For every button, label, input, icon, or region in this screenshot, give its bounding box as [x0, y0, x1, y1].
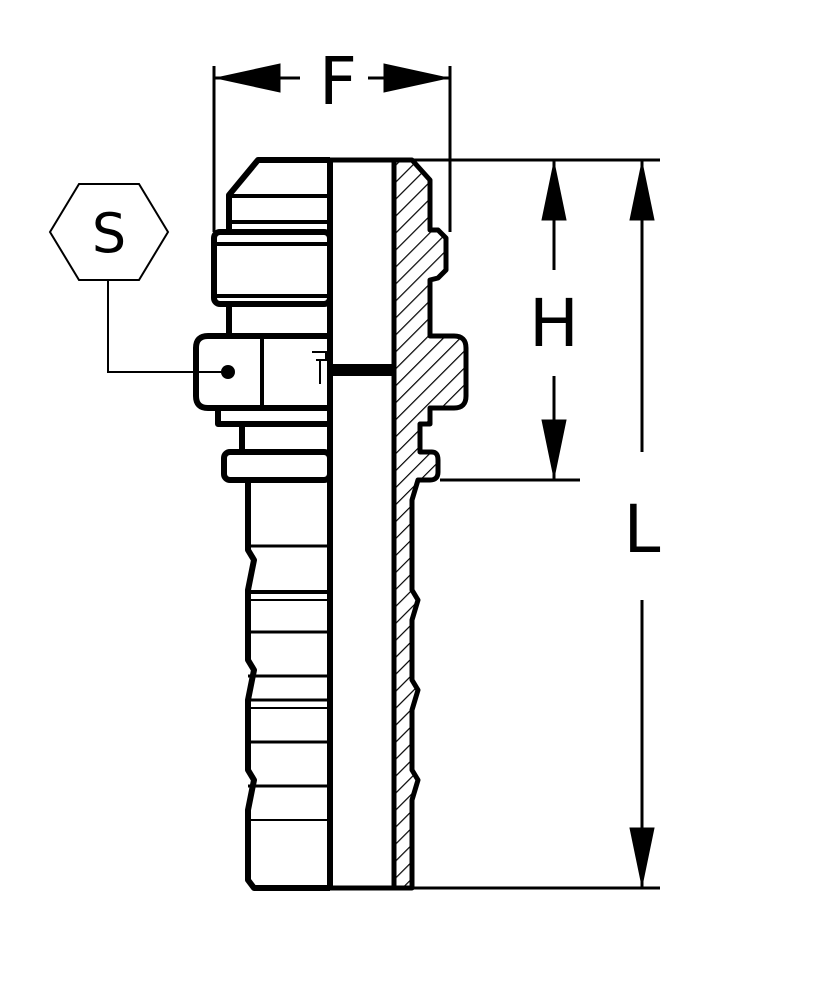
- lower-neck: [215, 408, 330, 427]
- hose-tail-outline: [245, 480, 330, 891]
- callout-leader-line: [107, 280, 226, 373]
- dim-f-arrow-left: [215, 63, 281, 93]
- dim-h-arrow-up: [541, 161, 567, 221]
- callout-dot: [221, 365, 235, 379]
- section-view: [391, 157, 469, 891]
- dimension-h: [412, 158, 660, 482]
- dimension-f: [212, 63, 452, 232]
- dim-l-arrow-up: [629, 161, 655, 221]
- dimension-l: [412, 160, 660, 890]
- hexagon-icon: [48, 183, 170, 281]
- dimension-f-label: F: [319, 43, 357, 120]
- section-hatched-wall: [391, 157, 469, 891]
- dimension-l-label: L: [624, 491, 661, 568]
- fitting-body: [193, 157, 333, 891]
- ferrule-ring: [221, 449, 333, 483]
- hex-symbol-label: S: [92, 202, 126, 265]
- collar-neck: [226, 304, 330, 339]
- seal-detail: [312, 351, 327, 384]
- dim-f-arrow-right: [383, 63, 449, 93]
- dim-h-arrow-down: [541, 419, 567, 479]
- dim-l-arrow-down: [629, 827, 655, 887]
- dimension-h-label: H: [529, 285, 579, 362]
- hex-callout: [48, 183, 235, 379]
- center-bore: [254, 157, 412, 891]
